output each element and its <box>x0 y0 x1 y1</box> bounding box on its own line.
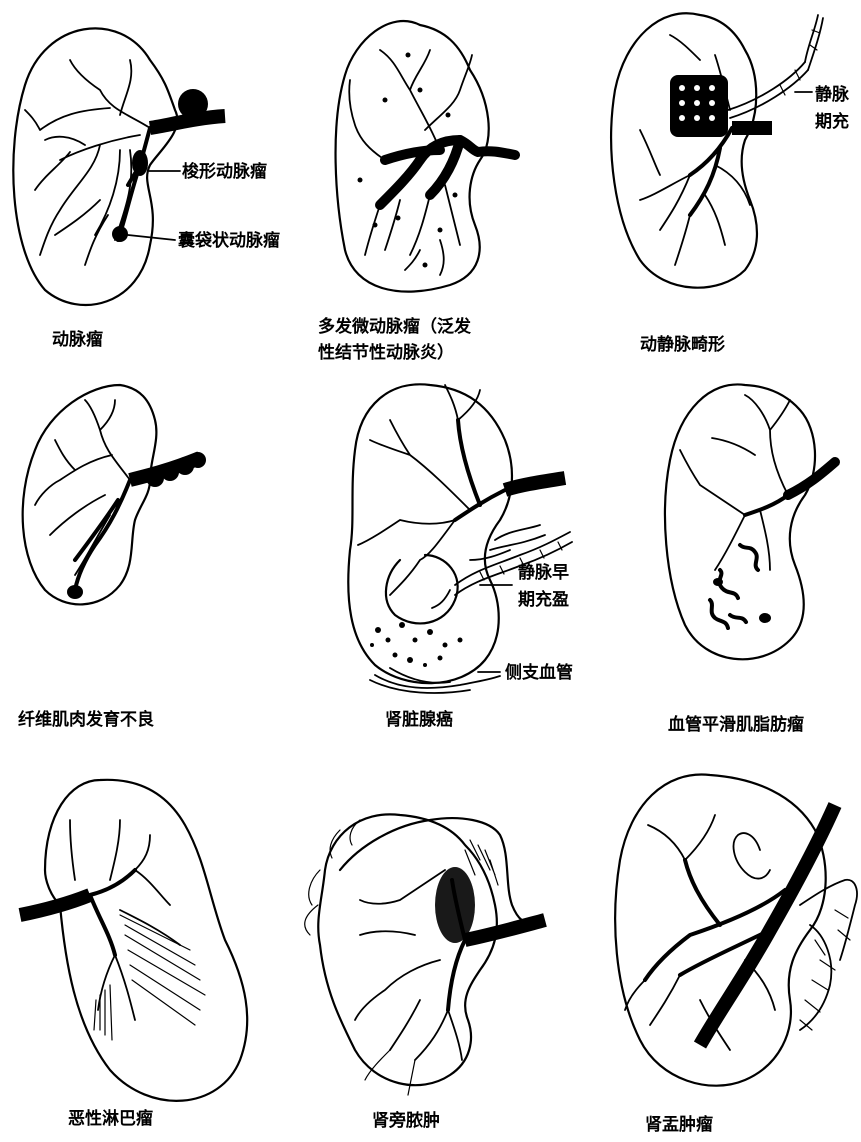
label-fusiform-aneurysm: 梭形动脉瘤 <box>182 161 267 182</box>
avm-nidus <box>670 75 728 137</box>
caption-microaneurysms-line2: 性结节性动脉炎） <box>318 342 454 363</box>
kidney-outline-1 <box>13 28 177 305</box>
caption-renal-pelvis-tumor: 肾盂肿瘤 <box>645 1114 713 1135</box>
caption-perirenal-abscess: 肾旁脓肿 <box>372 1110 440 1131</box>
abscess-mass <box>435 867 475 943</box>
label-collateral-vessels: 侧支血管 <box>505 662 573 683</box>
panel-angiomyolipoma: 血管平滑肌脂肪瘤 <box>665 384 835 735</box>
caption-fmd: 纤维肌肉发育不良 <box>18 709 154 730</box>
caption-aneurysm: 动脉瘤 <box>52 329 103 350</box>
caption-angiomyolipoma: 血管平滑肌脂肪瘤 <box>668 714 804 735</box>
label-early-venous-2: 期充盈 <box>518 589 569 610</box>
panel-renal-pelvis-tumor: 肾盂肿瘤 <box>615 775 857 1135</box>
panel-multiple-microaneurysms: 多发微动脉瘤（泛发 性结节性动脉炎） <box>318 21 515 363</box>
panel-aneurysm: 梭形动脉瘤 囊袋状动脉瘤 动脉瘤 <box>13 28 280 350</box>
kidney-outline-8 <box>318 814 497 1085</box>
kidney-outline-5 <box>348 384 512 683</box>
caption-microaneurysms-line1: 多发微动脉瘤（泛发 <box>318 316 472 337</box>
panel-fibromuscular-dysplasia: 纤维肌肉发育不良 <box>18 385 206 730</box>
caption-adenocarcinoma: 肾脏腺癌 <box>385 709 453 730</box>
fusiform-aneurysm <box>132 150 148 176</box>
panel-arteriovenous-malformation: 静脉 期充 动静脉畸形 <box>611 13 850 355</box>
kidney-outline-7 <box>45 780 247 1101</box>
label-saccular-aneurysm: 囊袋状动脉瘤 <box>177 230 280 251</box>
panel-renal-adenocarcinoma: 静脉早 期充盈 侧支血管 肾脏腺癌 <box>348 384 573 730</box>
panel-perirenal-abscess: 肾旁脓肿 <box>305 814 545 1131</box>
caption-lymphoma: 恶性淋巴瘤 <box>68 1108 153 1129</box>
kidney-outline-9 <box>615 775 826 1086</box>
kidney-outline-3 <box>611 13 757 287</box>
saccular-aneurysm-bottom <box>112 226 128 242</box>
label-filling-1: 期充 <box>815 111 849 132</box>
label-vein-1: 静脉 <box>815 84 850 105</box>
saccular-aneurysm-top <box>178 89 208 119</box>
caption-avm: 动静脉畸形 <box>640 334 725 355</box>
label-early-venous-1: 静脉早 <box>518 562 569 583</box>
panel-malignant-lymphoma: 恶性淋巴瘤 <box>20 780 247 1129</box>
